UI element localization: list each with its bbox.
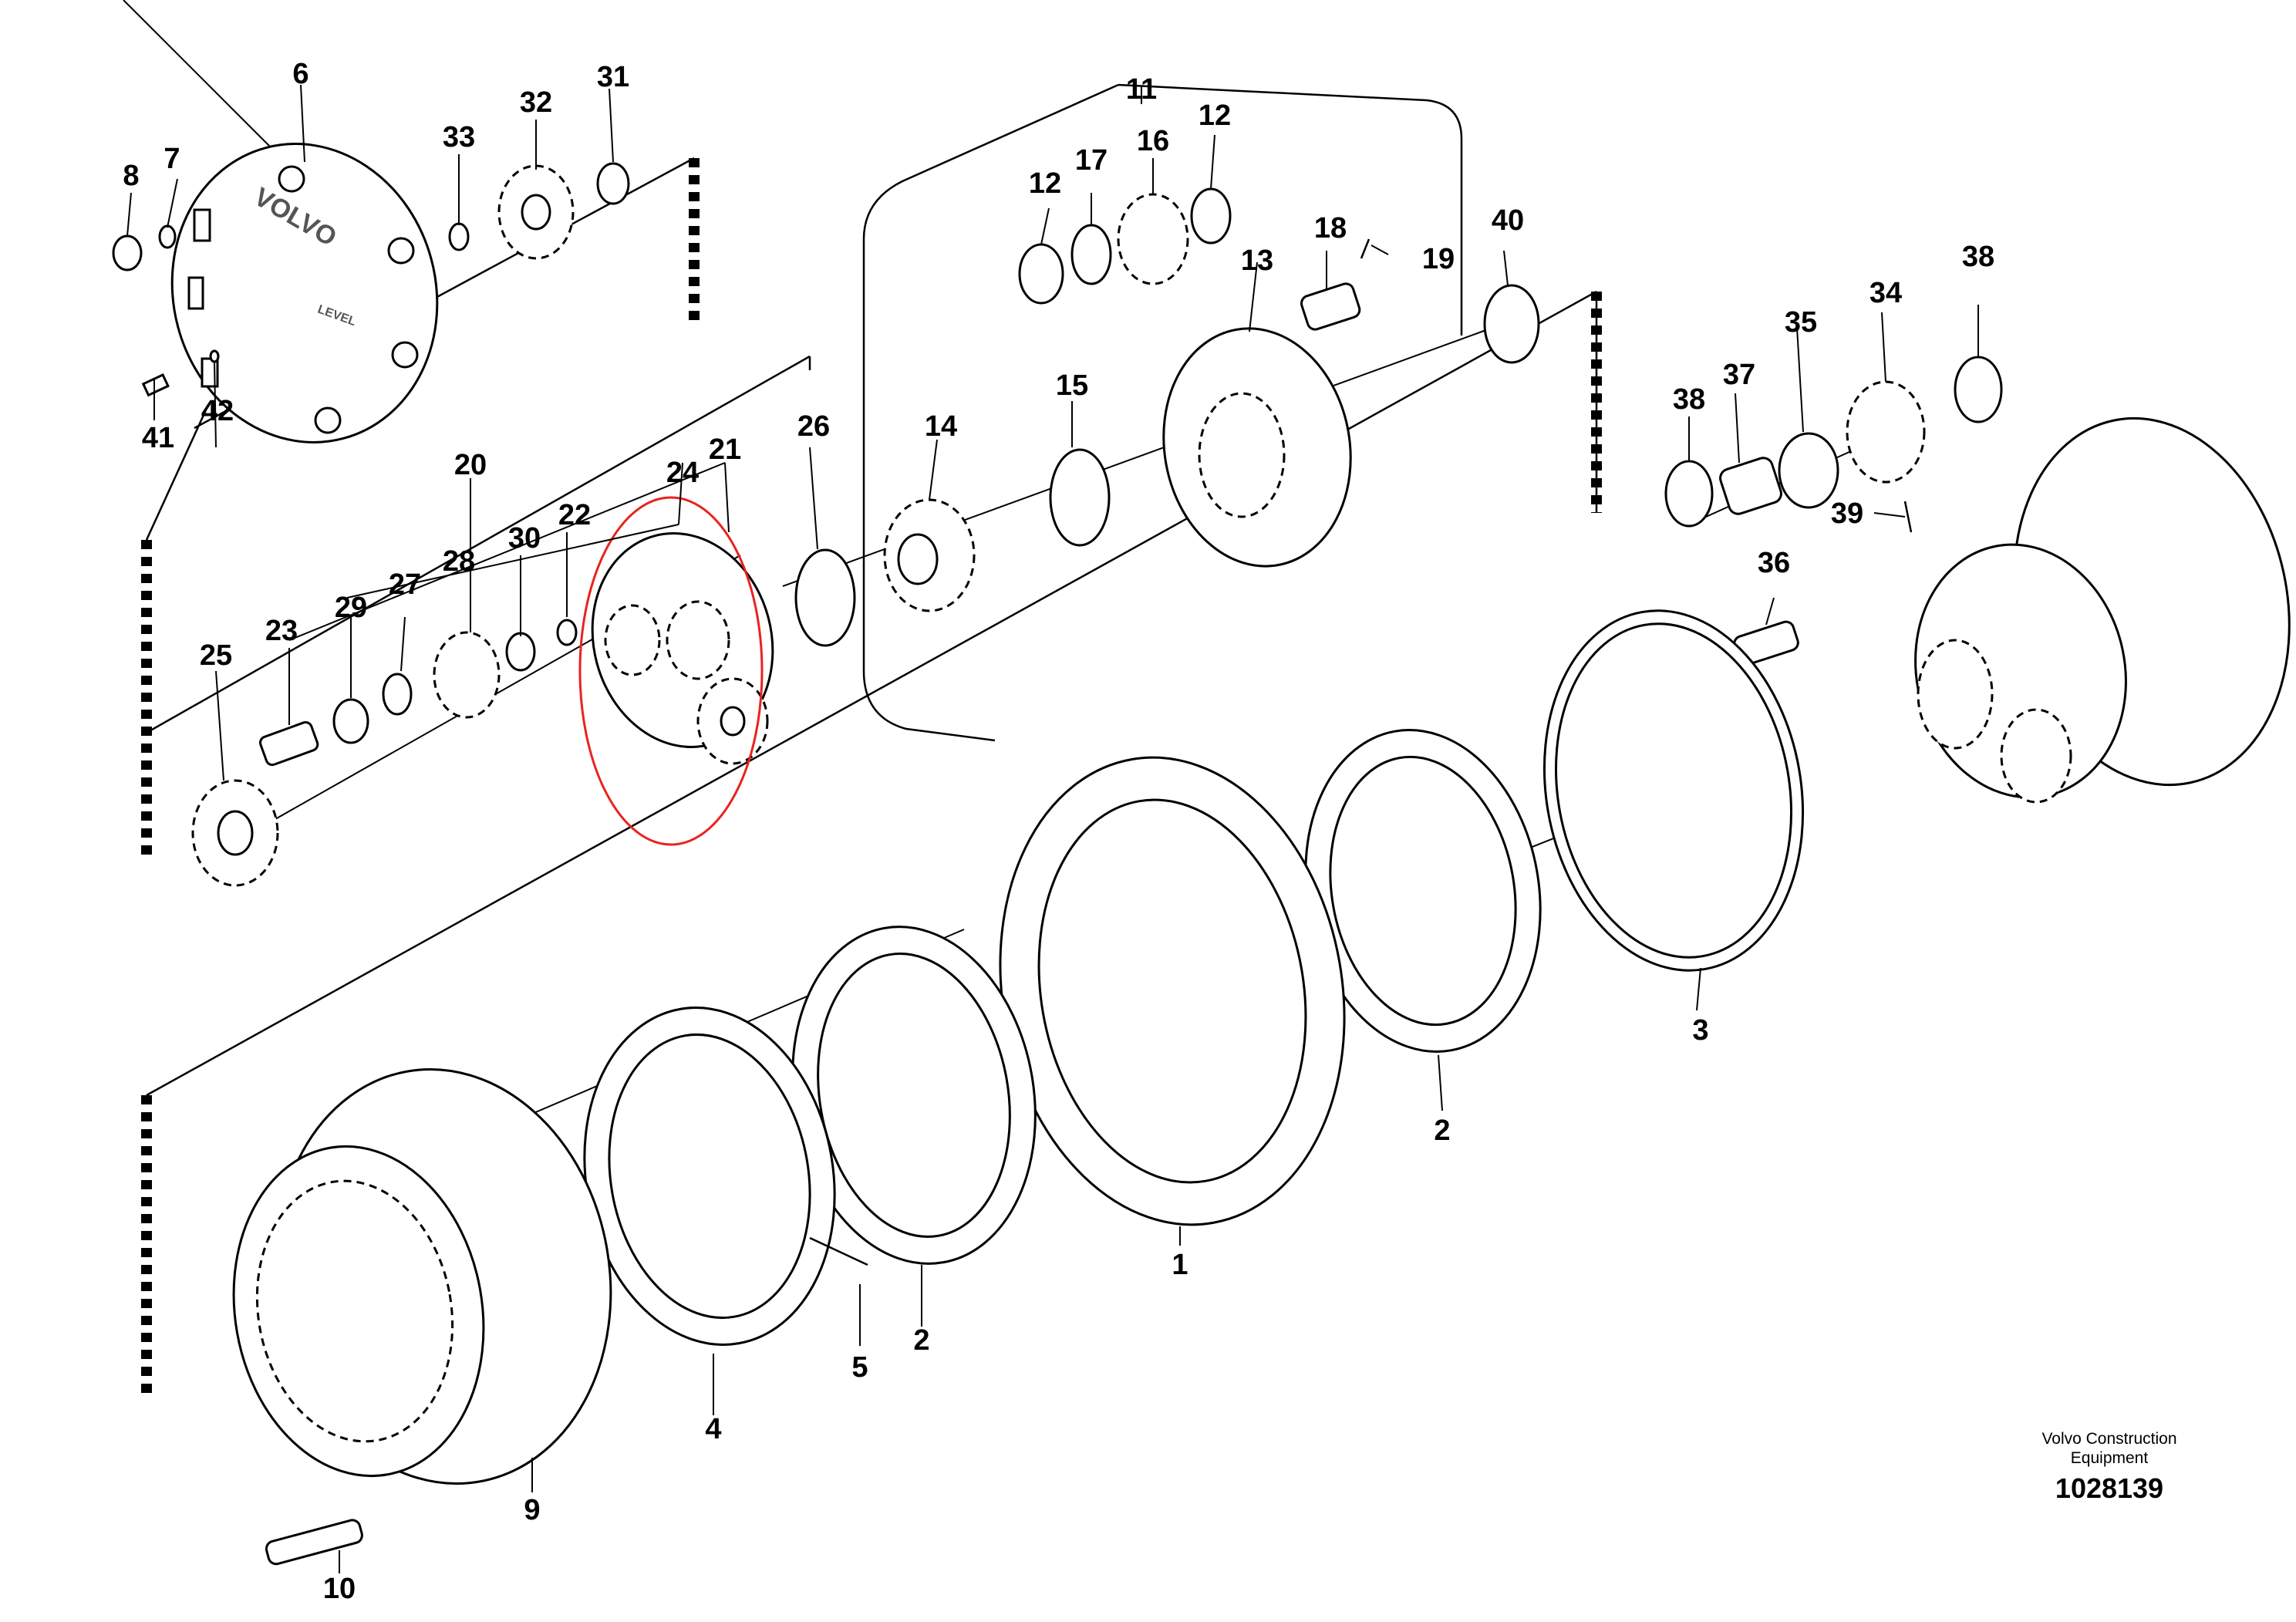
callout-13: 13 bbox=[1241, 244, 1273, 277]
frame-brackets bbox=[141, 83, 1602, 1396]
callout-3: 3 bbox=[1692, 1014, 1708, 1047]
callout-33: 33 bbox=[443, 121, 475, 153]
callout-38-left: 38 bbox=[1673, 383, 1705, 416]
callout-37: 37 bbox=[1723, 359, 1755, 391]
ring-gear-drum-9 bbox=[232, 1067, 612, 1566]
callout-4: 4 bbox=[705, 1413, 721, 1445]
callout-6: 6 bbox=[292, 58, 308, 90]
callout-10: 10 bbox=[323, 1573, 356, 1605]
callout-25: 25 bbox=[200, 639, 232, 672]
callout-22: 22 bbox=[558, 499, 591, 531]
callout-19: 19 bbox=[1422, 243, 1455, 275]
planet-carrier-24 bbox=[591, 532, 774, 765]
highlight-circle bbox=[578, 496, 764, 846]
callout-17: 17 bbox=[1075, 144, 1108, 177]
callout-36: 36 bbox=[1758, 547, 1790, 579]
callout-42: 42 bbox=[201, 395, 234, 427]
callout-7: 7 bbox=[164, 143, 180, 175]
callout-18: 18 bbox=[1314, 212, 1347, 244]
callout-29: 29 bbox=[335, 592, 367, 624]
callout-35: 35 bbox=[1785, 306, 1817, 339]
callout-34: 34 bbox=[1870, 277, 1902, 309]
callout-9: 9 bbox=[524, 1494, 540, 1526]
callout-1: 1 bbox=[1172, 1249, 1188, 1281]
callout-20: 20 bbox=[454, 449, 487, 481]
callout-21: 21 bbox=[709, 433, 741, 466]
callout-32: 32 bbox=[520, 86, 552, 119]
callout-12-left: 12 bbox=[1029, 167, 1061, 200]
diagram-part-number: 1028139 bbox=[2055, 1472, 2163, 1504]
callout-26: 26 bbox=[797, 410, 830, 443]
callout-41: 41 bbox=[142, 422, 174, 454]
callout-31: 31 bbox=[597, 61, 629, 93]
callout-23: 23 bbox=[265, 615, 298, 647]
callout-14: 14 bbox=[925, 410, 957, 443]
callout-15: 15 bbox=[1056, 369, 1088, 402]
callout-39: 39 bbox=[1831, 497, 1863, 530]
callout-40: 40 bbox=[1492, 204, 1524, 237]
callout-12-right: 12 bbox=[1199, 99, 1231, 132]
callout-28: 28 bbox=[443, 545, 475, 578]
callout-38-right: 38 bbox=[1962, 241, 1994, 273]
callout-2-right: 2 bbox=[1434, 1114, 1450, 1147]
washer-40 bbox=[1483, 284, 1540, 364]
sub-assembly-left bbox=[191, 548, 856, 887]
callout-11: 11 bbox=[1126, 73, 1157, 106]
callout-2-mid: 2 bbox=[913, 1324, 929, 1357]
right-side-parts bbox=[1664, 356, 2291, 804]
leader-lines bbox=[126, 84, 1979, 1573]
callout-30: 30 bbox=[508, 522, 541, 555]
callout-16: 16 bbox=[1137, 125, 1169, 157]
callout-8: 8 bbox=[123, 160, 139, 192]
credit-line-1: Volvo Construction bbox=[2041, 1430, 2176, 1448]
small-parts-top-left bbox=[112, 162, 630, 397]
module-11-parts bbox=[883, 187, 1371, 612]
callout-5: 5 bbox=[851, 1351, 868, 1384]
callout-24: 24 bbox=[666, 457, 699, 489]
rings-row bbox=[583, 609, 1805, 1346]
credit-line-2: Equipment bbox=[2071, 1449, 2149, 1467]
callout-27: 27 bbox=[389, 568, 421, 601]
cover-plate-6: VOLVO LEVEL bbox=[170, 143, 439, 443]
callout-numbers: 6 7 8 33 32 31 41 42 11 12 12 17 16 18 1… bbox=[123, 58, 1994, 1605]
